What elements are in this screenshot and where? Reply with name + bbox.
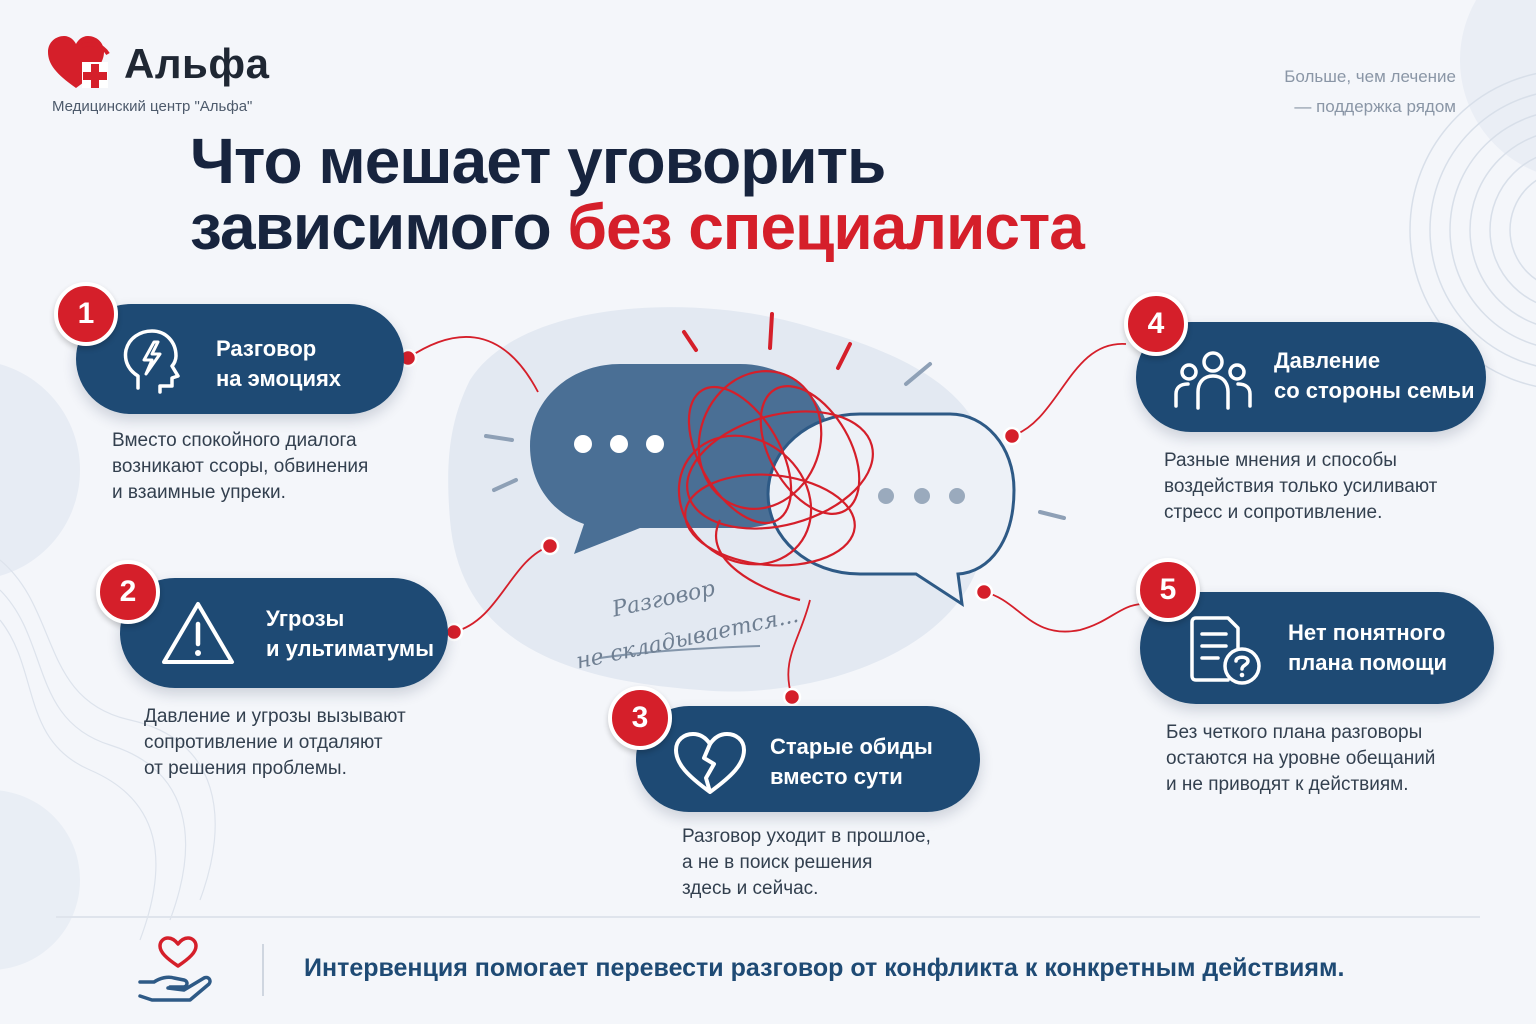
card-description: Разговор уходит в прошлое, а не в поиск … xyxy=(682,826,931,899)
tagline: Больше, чем лечение — поддержка рядом xyxy=(1284,62,1456,122)
document-question-icon xyxy=(1190,616,1261,685)
footer-separator xyxy=(262,944,264,996)
card-old-grievances: Старые обиды вместо сути xyxy=(636,706,980,812)
badge-number: 5 xyxy=(1136,558,1200,622)
badge-number: 3 xyxy=(608,686,672,750)
card-description: Давление и угрозы вызывают сопротивление… xyxy=(144,706,406,779)
broken-heart-icon xyxy=(674,732,746,794)
logo-heart-cross-icon xyxy=(48,36,110,88)
brand-name: Альфа xyxy=(124,40,270,87)
card-no-plan: Нет понятного плана помощи xyxy=(1140,592,1494,704)
title-line2-red: без специалиста xyxy=(567,191,1084,263)
speech-bubble-outline-icon xyxy=(766,412,1016,608)
badge-number: 2 xyxy=(96,560,160,624)
brand-subtitle: Медицинский центр "Альфа" xyxy=(52,98,253,115)
card-description: Без четкого плана разговоры остаются на … xyxy=(1166,722,1436,795)
footer-message: Интервенция помогает перевести разговор … xyxy=(304,954,1345,982)
title-line2: зависимого без специалиста xyxy=(190,191,1085,263)
card-label: Угрозы и ультиматумы xyxy=(266,606,434,661)
family-group-icon xyxy=(1174,351,1252,410)
title-line2-dark: зависимого xyxy=(190,191,552,263)
card-label: Разговор на эмоциях xyxy=(216,336,342,391)
head-lightning-icon xyxy=(123,329,180,394)
badge-number: 1 xyxy=(54,282,118,346)
warning-triangle-icon xyxy=(162,602,234,664)
heart-hand-icon xyxy=(138,936,212,1002)
card-label: Давление со стороны семьи xyxy=(1274,348,1475,403)
card-description: Разные мнения и способы воздействия толь… xyxy=(1164,450,1438,523)
title-line1: Что мешает уговорить xyxy=(190,125,886,197)
tagline-line1: Больше, чем лечение xyxy=(1284,67,1456,86)
tagline-line2: — поддержка рядом xyxy=(1294,97,1456,116)
card-family-pressure: Давление со стороны семьи xyxy=(1136,322,1486,432)
card-label: Нет понятного плана помощи xyxy=(1288,620,1448,675)
footer-divider xyxy=(56,916,1480,918)
card-talk-on-emotions: Разговор на эмоциях xyxy=(76,304,404,414)
card-description: Вместо спокойного диалога возникают ссор… xyxy=(112,430,369,503)
speech-bubble-dark-icon xyxy=(530,364,830,554)
card-label: Старые обиды вместо сути xyxy=(770,734,933,789)
card-threats-ultimatums: Угрозы и ультиматумы xyxy=(120,578,448,688)
page-title: Что мешает уговорить зависимого без спец… xyxy=(190,125,1085,263)
badge-number: 4 xyxy=(1124,292,1188,356)
